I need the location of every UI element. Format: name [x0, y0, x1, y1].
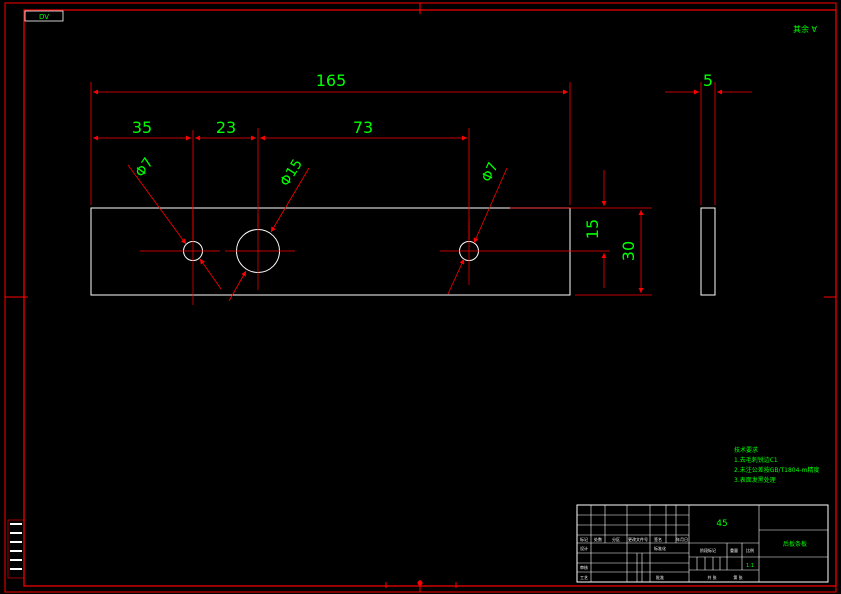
plate-outline: [90, 207, 571, 296]
tb-label-review: 审核: [580, 564, 588, 570]
dim-thickness: 5: [703, 71, 713, 90]
dim-seg2: 23: [216, 118, 236, 137]
tb-label-weight: 重量: [730, 547, 738, 553]
tb-label-count: 处数: [594, 536, 602, 542]
technical-notes: 技术要求 1.去毛刺锐边C1 2.未注公差按GB/T1804-m精度 3.表面发…: [734, 446, 819, 484]
dim-seg1: 35: [132, 118, 152, 137]
title-block: 标记 处数 分区 更改文件号 签名 年月日 设计 标准化 审核 工艺 批准 阶段…: [576, 504, 829, 583]
tb-label-stage: 阶段标记: [700, 547, 716, 553]
dim-hole-center-height: 15: [583, 219, 602, 239]
dim-width: 30: [619, 241, 638, 261]
tb-label-date: 年月日: [676, 536, 688, 542]
tb-label-sign: 签名: [654, 536, 662, 542]
notes-line-3: 3.表面发黑处理: [734, 476, 776, 484]
sheet-frame: [4, 2, 837, 593]
side-view-outline: [700, 207, 716, 296]
tb-label-zone: 分区: [612, 536, 620, 542]
tb-sheet-no: 第 张: [733, 574, 742, 580]
svg-text:DV: DV: [39, 13, 49, 21]
sheet-tag: DV: [24, 10, 64, 22]
tb-material: 45: [716, 519, 727, 529]
notes-line-1: 1.去毛刺锐边C1: [734, 456, 778, 464]
dim-seg3: 73: [353, 118, 373, 137]
dim-overall-length: 165: [316, 71, 347, 90]
tb-label-doc: 更改文件号: [628, 536, 648, 542]
surface-roughness-mark: 其余 ∀: [793, 24, 818, 34]
dimension-lines: [90, 82, 752, 302]
tb-label-approve: 批准: [656, 574, 664, 580]
dim-hole-small-right: Φ7: [479, 160, 502, 185]
notes-title: 技术要求: [734, 446, 758, 454]
tb-part-name: 后板条板: [783, 540, 807, 548]
dimension-texts: 165 35 23 73 5 15 30 Φ7 Φ15 Φ7: [132, 71, 713, 261]
tb-label-standard: 标准化: [654, 545, 666, 551]
side-stamp: [7, 519, 25, 579]
dim-hole-large: Φ15: [277, 156, 306, 189]
notes-line-2: 2.未注公差按GB/T1804-m精度: [734, 466, 819, 474]
tb-sheet-total: 共 张: [707, 574, 716, 580]
tb-label-process: 工艺: [580, 575, 588, 580]
tb-label-design: 设计: [580, 545, 588, 551]
tb-label-scale: 比例: [746, 547, 754, 553]
tb-scale-value: 1:1: [746, 563, 754, 569]
front-view: [90, 200, 610, 305]
tb-label-mark: 标记: [580, 536, 588, 542]
